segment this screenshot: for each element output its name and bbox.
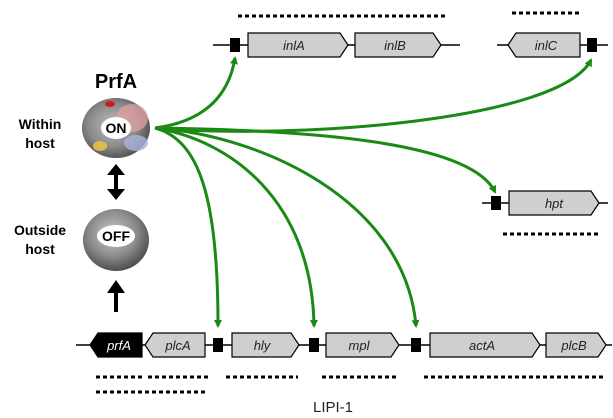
gene-inlc-label: inlC [535, 38, 558, 53]
gene-acta [429, 332, 541, 358]
gene-hpt-label: hpt [545, 196, 564, 211]
protein-on-label: ON [106, 120, 127, 136]
gene-inla [247, 32, 349, 58]
gene-plca-label: plcA [164, 338, 190, 353]
promoter-acta [411, 338, 421, 352]
promoter-plca-hly [213, 338, 223, 352]
promoter-mpl [309, 338, 319, 352]
gene-hly-label: hly [254, 338, 272, 353]
prfa-states: PrfA ON OFF Within [14, 71, 150, 312]
gene-plca [144, 332, 206, 358]
transcript-bars [96, 375, 604, 394]
outside-host-label-line1: Outside [14, 222, 66, 238]
gene-inlb [354, 32, 442, 58]
operon-hpt: hpt [482, 190, 608, 236]
up-arrow-icon [107, 280, 125, 312]
gene-inlc [507, 32, 581, 58]
operon-inlab: inlA inlB [213, 14, 460, 58]
gene-inlb-label: inlB [384, 38, 406, 53]
arrow-to-hly [154, 126, 222, 328]
protein-title: PrfA [95, 71, 137, 93]
within-host-label-line2: host [25, 135, 55, 151]
arrow-to-inla [154, 56, 238, 130]
gene-prfa-label: prfA [106, 338, 131, 353]
arrow-to-hpt [154, 126, 497, 194]
arrow-to-acta [154, 126, 420, 328]
gene-plcb [545, 332, 607, 358]
promoter-inlc [587, 38, 597, 52]
lipi1-locus: prfA plcA hly mpl actA plcB LIPI-1 [76, 332, 612, 416]
island-label: LIPI-1 [313, 399, 353, 416]
gene-plcb-label: plcB [560, 338, 587, 353]
promoter-hpt [491, 196, 501, 210]
arrow-to-inlc [154, 58, 593, 133]
protein-off-icon: OFF [83, 209, 149, 271]
gene-mpl [325, 332, 400, 358]
protein-on-icon: ON [82, 98, 150, 158]
activation-arrows [154, 56, 593, 328]
double-arrow-icon [107, 164, 125, 200]
promoter-inla [230, 38, 240, 52]
gene-inla-label: inlA [283, 38, 305, 53]
gene-hly [231, 332, 300, 358]
arrow-to-mpl [154, 126, 318, 328]
protein-off-label: OFF [102, 228, 130, 244]
gene-hpt [508, 190, 600, 216]
gene-acta-label: actA [469, 338, 495, 353]
outside-host-label-line2: host [25, 241, 55, 257]
gene-prfa [89, 332, 143, 358]
gene-mpl-label: mpl [349, 338, 371, 353]
within-host-label-line1: Within [19, 116, 62, 132]
operon-inlc: inlC [497, 11, 608, 58]
